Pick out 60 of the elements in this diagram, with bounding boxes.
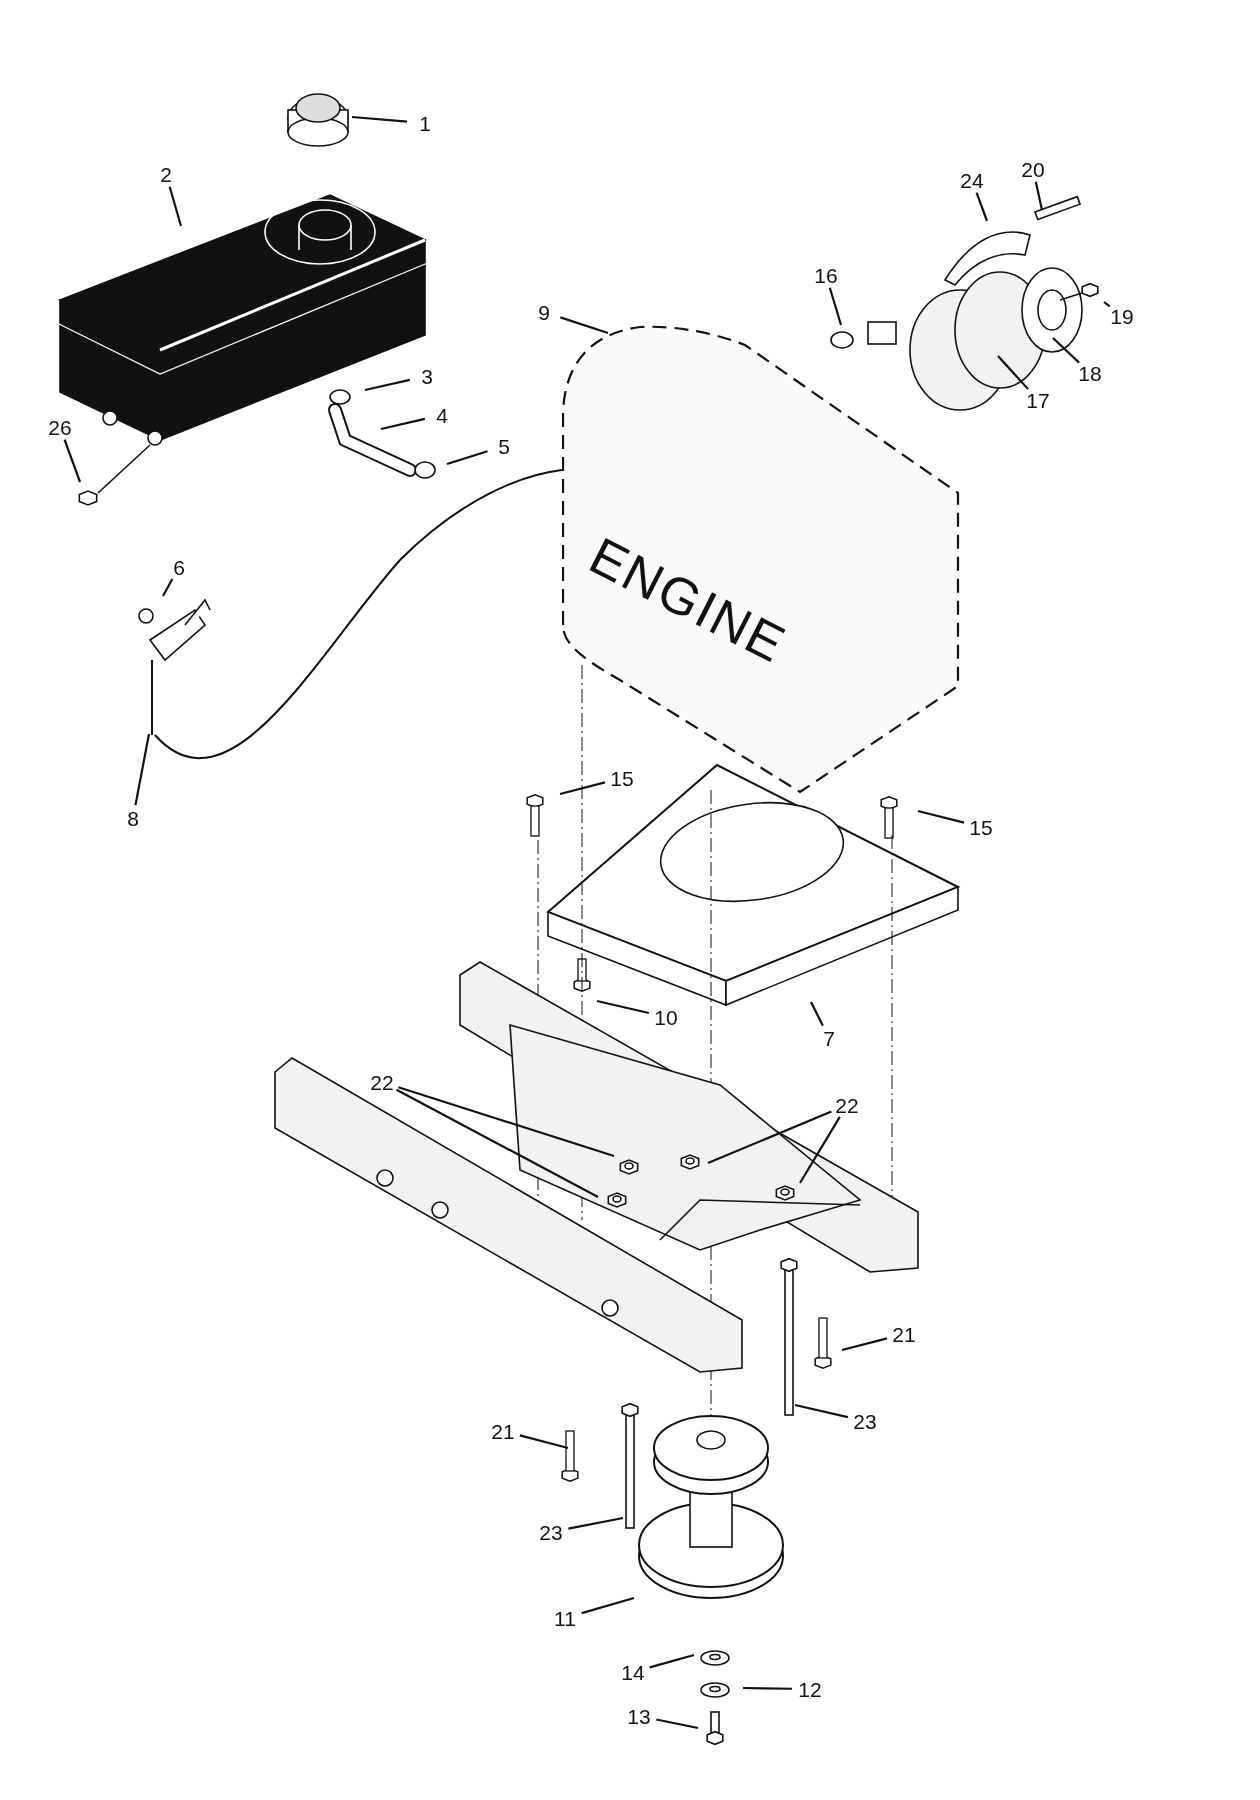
leader-line <box>841 1337 888 1352</box>
callout-number: 23 <box>539 1521 563 1543</box>
callout-number: 4 <box>436 404 448 426</box>
leader-line <box>168 186 183 227</box>
callout-number: 22 <box>835 1094 859 1116</box>
callout-number: 18 <box>1078 362 1102 384</box>
leader-line <box>581 1596 635 1615</box>
callout-number: 11 <box>554 1607 576 1629</box>
callout-number: 20 <box>1021 158 1045 180</box>
leader-line <box>799 1116 841 1184</box>
leader-line <box>1034 181 1044 211</box>
callout-number: 23 <box>853 1410 877 1432</box>
leader-line <box>162 578 174 597</box>
leader-line <box>743 1686 792 1690</box>
callout-number: 16 <box>814 264 838 286</box>
leader-line <box>560 316 609 335</box>
leader-line <box>707 1110 832 1164</box>
leader-line <box>917 809 965 824</box>
callout-number: 3 <box>421 365 433 387</box>
callout-number: 22 <box>370 1071 394 1093</box>
leader-line <box>398 1086 615 1158</box>
callout-number: 10 <box>654 1006 678 1028</box>
callout-number: 15 <box>610 767 634 789</box>
leader-line <box>828 287 843 326</box>
callout-number: 1 <box>419 112 431 134</box>
leader-line <box>1052 337 1080 364</box>
callout-number: 14 <box>621 1661 645 1683</box>
callout-number: 15 <box>969 816 993 838</box>
leader-line <box>446 450 488 466</box>
callout-number: 5 <box>498 435 510 457</box>
callout-number: 26 <box>48 416 72 438</box>
leader-line <box>975 192 989 222</box>
leader-line <box>794 1403 849 1419</box>
leader-line <box>351 115 408 123</box>
leader-line <box>364 378 411 392</box>
leader-line <box>559 781 606 796</box>
callout-number: 8 <box>127 807 139 829</box>
callout-number: 6 <box>173 556 185 578</box>
leader-line <box>596 999 650 1015</box>
leader-line <box>519 1434 569 1450</box>
callout-number: 24 <box>960 169 984 191</box>
leader-line <box>63 439 82 483</box>
leader-line <box>997 355 1029 390</box>
leader-line <box>810 1001 824 1027</box>
leader-line <box>649 1653 695 1669</box>
callout-number: 7 <box>823 1027 835 1049</box>
leader-line <box>134 733 151 806</box>
leader-line <box>656 1718 699 1730</box>
callout-number: 21 <box>491 1420 515 1442</box>
callout-number: 19 <box>1110 305 1134 327</box>
callout-number: 12 <box>798 1678 822 1700</box>
callout-number: 21 <box>892 1323 916 1345</box>
callout-number: 13 <box>627 1705 651 1727</box>
leader-line <box>1103 301 1111 308</box>
callout-number: 2 <box>160 163 172 185</box>
leader-line <box>380 417 426 431</box>
leader-line <box>568 1516 624 1530</box>
callout-number: 9 <box>538 301 550 323</box>
leader-line <box>395 1088 599 1198</box>
callout-number: 17 <box>1026 389 1050 411</box>
